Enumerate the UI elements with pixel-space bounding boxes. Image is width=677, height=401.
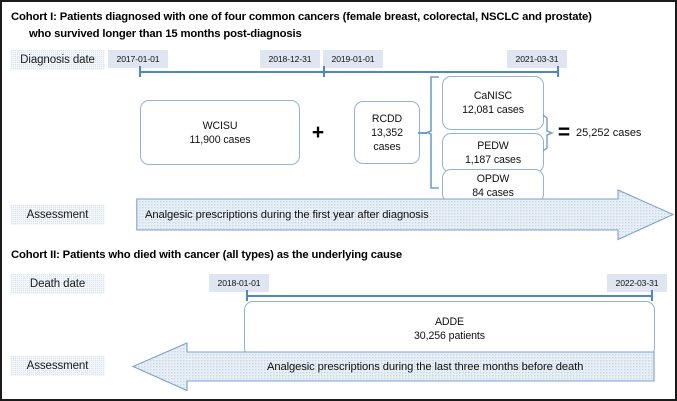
equals-operator: =: [557, 121, 571, 144]
box-rcdd: RCDD 13,352 cases: [354, 101, 420, 164]
cohort1-assessment-text: Analgesic prescriptions during the first…: [145, 209, 429, 221]
box-wcisu: WCISU 11,900 cases: [140, 100, 300, 165]
cohort1-date-chip-end: 2021-03-31: [507, 50, 567, 68]
cohort1-date-chip-start: 2017-01-01: [108, 50, 168, 68]
cohort1-timeline-line: [139, 71, 559, 73]
box-canisc-count: 12,081 cases: [462, 104, 524, 116]
box-adde: ADDE 30,256 patients: [244, 301, 655, 357]
box-adde-name: ADDE: [434, 316, 465, 328]
box-pedw-count: 1,187 cases: [464, 154, 522, 166]
right-brace-total: [542, 114, 554, 152]
box-wcisu-count: 11,900 cases: [189, 133, 251, 146]
cohort1-timeline-tick-mid: [323, 66, 325, 77]
cohort2-date-chip-end: 2022-03-31: [607, 274, 667, 292]
plus-operator: +: [311, 121, 325, 144]
cohort1-date-chip-mid-end: 2018-12-31: [260, 50, 320, 68]
box-pedw-name: PEDW: [477, 140, 509, 152]
cohort2-death-date-label: Death date: [10, 274, 105, 294]
box-wcisu-name: WCISU: [202, 119, 238, 132]
box-rcdd-count-line2: cases: [373, 140, 401, 153]
cohort1-date-chip-mid-start: 2019-01-01: [323, 50, 383, 68]
cohort1-assessment-label: Assessment: [10, 205, 105, 225]
rcdd-brace-connector: [418, 132, 427, 134]
box-rcdd-count-line1: 13,352: [371, 126, 403, 139]
cohort1-timeline-tick-end: [557, 66, 559, 77]
cohort1-title-line2: who survived longer than 15 months post-…: [29, 28, 302, 40]
box-pedw: PEDW 1,187 cases: [442, 133, 544, 173]
cohort2-date-chip-start: 2018-01-01: [209, 274, 269, 292]
cohort2-assessment-arrow: [132, 342, 655, 392]
box-opdw-name: OPDW: [476, 173, 510, 185]
box-opdw-count: 84 cases: [472, 187, 514, 199]
cohort2-timeline-line: [246, 295, 653, 297]
cohort1-diagnosis-date-label: Diagnosis date: [10, 50, 105, 70]
box-canisc-name: CaNISC: [473, 90, 513, 102]
cohort2-timeline-tick-start: [246, 290, 248, 301]
box-rcdd-name: RCDD: [371, 112, 403, 125]
box-canisc: CaNISC 12,081 cases: [442, 76, 544, 130]
left-brace-registries: [426, 75, 440, 190]
cohort1-assessment-arrow: [136, 189, 674, 241]
box-adde-count: 30,256 patients: [414, 330, 485, 342]
cohort1-timeline-tick-start: [139, 66, 141, 77]
cohort2-timeline-tick-end: [651, 290, 653, 301]
box-opdw: OPDW 84 cases: [442, 169, 544, 203]
cohort1-title-line1: Cohort I: Patients diagnosed with one of…: [11, 11, 592, 23]
cohort2-assessment-text: Analgesic prescriptions during the last …: [267, 361, 584, 373]
cohort2-assessment-label: Assessment: [10, 356, 105, 376]
cohort2-title: Cohort II: Patients who died with cancer…: [11, 249, 402, 261]
cohort1-total-cases: 25,252 cases: [576, 127, 642, 139]
